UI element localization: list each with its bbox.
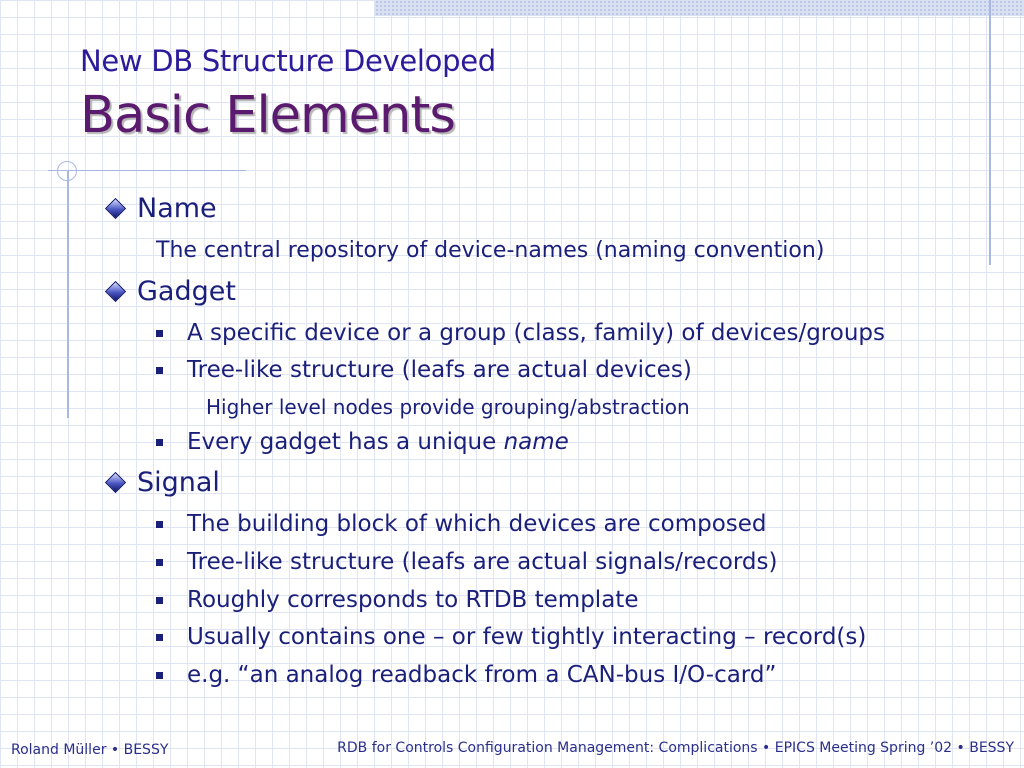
bullet-gadget-heading: Gadget: [137, 276, 236, 307]
signal-item-4-text: Usually contains one – or few tightly in…: [187, 624, 867, 650]
signal-item-5: e.g. “an analog readback from a CAN-bus …: [156, 662, 776, 688]
top-decorative-band: [375, 0, 1024, 16]
gadget-item-1: A specific device or a group (class, fam…: [156, 320, 885, 346]
square-bullet-icon: [156, 329, 163, 337]
bullet-name-heading: Name: [137, 193, 217, 224]
square-bullet-icon: [156, 596, 163, 604]
signal-item-1: The building block of which devices are …: [156, 511, 767, 537]
decorative-circle: [57, 161, 77, 181]
square-bullet-icon: [156, 520, 163, 528]
footer-event: RDB for Controls Configuration Managemen…: [337, 740, 1014, 756]
square-bullet-icon: [156, 633, 163, 641]
name-description: The central repository of device-names (…: [156, 238, 825, 263]
diamond-bullet-icon: [104, 197, 127, 220]
gadget-subnote: Higher level nodes provide grouping/abst…: [206, 395, 690, 419]
decorative-vertical-line-right: [989, 0, 991, 265]
square-bullet-icon: [156, 438, 163, 446]
bullet-name: Name: [104, 193, 217, 224]
signal-item-5-text: e.g. “an analog readback from a CAN-bus …: [187, 662, 777, 688]
signal-item-2-text: Tree-like structure (leafs are actual si…: [187, 549, 778, 575]
gadget-item-1-text: A specific device or a group (class, fam…: [187, 320, 885, 346]
gadget-item-2-text: Tree-like structure (leafs are actual de…: [187, 357, 692, 383]
signal-item-3: Roughly corresponds to RTDB template: [156, 587, 638, 613]
gadget-item-2: Tree-like structure (leafs are actual de…: [156, 357, 692, 383]
signal-item-3-text: Roughly corresponds to RTDB template: [187, 587, 639, 613]
signal-item-2: Tree-like structure (leafs are actual si…: [156, 549, 777, 575]
square-bullet-icon: [156, 366, 163, 374]
slide-subtitle: New DB Structure Developed: [80, 44, 496, 78]
signal-item-1-text: The building block of which devices are …: [187, 511, 767, 537]
gadget-item-3-text: Every gadget has a unique name: [187, 429, 569, 455]
gadget-item-3-prefix: Every gadget has a unique: [187, 429, 504, 455]
decorative-vertical-line-left: [67, 170, 69, 418]
bullet-signal-heading: Signal: [137, 467, 220, 498]
gadget-item-3: Every gadget has a unique name: [156, 429, 569, 455]
slide-title: Basic Elements: [80, 86, 456, 145]
footer-author: Roland Müller • BESSY: [11, 742, 169, 758]
diamond-bullet-icon: [104, 471, 127, 494]
bullet-signal: Signal: [104, 467, 220, 498]
diamond-bullet-icon: [104, 280, 127, 303]
signal-item-4: Usually contains one – or few tightly in…: [156, 624, 866, 650]
square-bullet-icon: [156, 558, 163, 566]
square-bullet-icon: [156, 671, 163, 679]
gadget-item-3-emphasis: name: [503, 429, 569, 455]
decorative-horizontal-line: [48, 170, 246, 171]
bullet-gadget: Gadget: [104, 276, 236, 307]
